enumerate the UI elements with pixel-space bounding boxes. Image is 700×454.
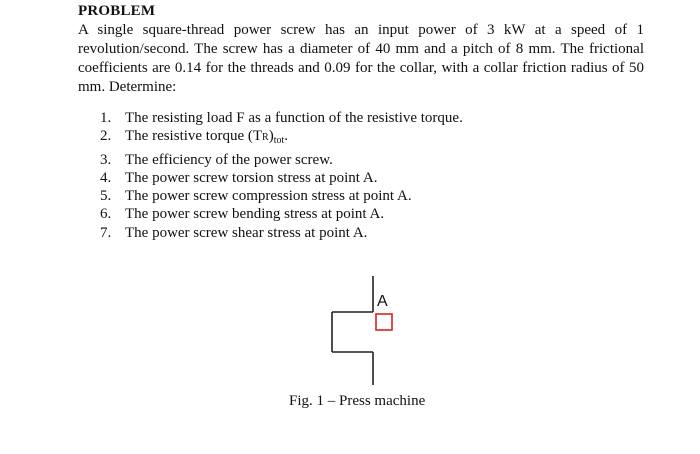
task-text: The efficiency of the power screw. bbox=[125, 151, 333, 168]
torque-close-paren: ) bbox=[268, 128, 274, 145]
torque-subscript-r: R bbox=[262, 132, 269, 144]
task-item-5: 5. The power screw compression stress at … bbox=[100, 187, 463, 205]
point-a-marker bbox=[375, 313, 393, 331]
task-end-period: . bbox=[284, 128, 289, 145]
problem-heading: PROBLEM bbox=[78, 3, 156, 19]
task-number: 4. bbox=[100, 169, 112, 186]
task-number: 2. bbox=[100, 128, 112, 145]
task-item-4: 4. The power screw torsion stress at poin… bbox=[100, 169, 463, 187]
task-item-2: 2. The resistive torque (TR)tot. bbox=[100, 127, 463, 150]
task-item-7: 7. The power screw shear stress at point … bbox=[100, 224, 463, 242]
problem-intro: A single square-thread power screw has a… bbox=[78, 22, 644, 95]
torque-subscript-tot: tot bbox=[273, 135, 285, 147]
task-item-3: 3. The efficiency of the power screw. bbox=[100, 151, 463, 169]
task-text: The power screw compression stress at po… bbox=[125, 188, 412, 205]
task-list: 1. The resisting load F as a function of … bbox=[100, 109, 463, 242]
task-number: 7. bbox=[100, 224, 112, 241]
task-text: The power screw torsion stress at point … bbox=[125, 169, 378, 186]
task-number: 3. bbox=[100, 151, 112, 168]
task-item-6: 6. The power screw bending stress at poin… bbox=[100, 205, 463, 223]
figure-caption: Fig. 1 – Press machine bbox=[289, 393, 426, 409]
point-a-label: A bbox=[377, 293, 388, 310]
task-number: 6. bbox=[100, 206, 112, 223]
task-text: The power screw shear stress at point A. bbox=[125, 224, 368, 241]
task-text: The resisting load F as a function of th… bbox=[125, 110, 463, 126]
task-text: The power screw bending stress at point … bbox=[125, 206, 385, 223]
task-item-1: 1. The resisting load F as a function of … bbox=[100, 109, 463, 127]
press-frame bbox=[331, 276, 374, 385]
press-machine-diagram: A bbox=[331, 276, 393, 385]
task-text: The resistive torque (T bbox=[125, 128, 263, 145]
task-number: 1. bbox=[100, 110, 112, 126]
task-number: 5. bbox=[100, 188, 112, 205]
